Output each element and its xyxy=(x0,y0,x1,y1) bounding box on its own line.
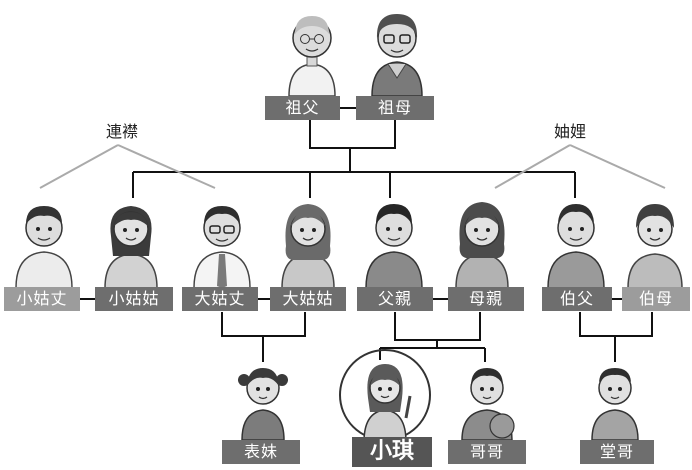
younger-aunt-figure-icon xyxy=(104,206,158,288)
grandfather-figure-icon xyxy=(288,16,336,96)
younger-aunt-husband-label: 小姑丈 xyxy=(4,287,80,311)
self-label: 小琪 xyxy=(352,437,432,467)
grandfather-label: 祖父 xyxy=(265,96,340,120)
uncle-label: 伯父 xyxy=(542,287,612,311)
mother-figure-icon xyxy=(455,202,509,288)
younger-aunt-husband-figure-icon xyxy=(15,206,73,288)
father-figure-icon xyxy=(365,204,423,288)
relation-note-right: 妯娌 xyxy=(553,122,586,141)
cousin-sister-label: 表妹 xyxy=(222,440,300,464)
cousin-sister-figure-icon xyxy=(238,368,288,440)
elder-aunt-figure-icon xyxy=(281,204,335,288)
younger-aunt-label: 小姑姑 xyxy=(95,287,173,311)
relation-note-left: 連襟 xyxy=(105,122,138,141)
brother-figure-icon xyxy=(461,368,515,440)
uncle-wife-figure-icon xyxy=(627,204,683,288)
elder-aunt-label: 大姑姑 xyxy=(270,287,346,311)
uncle-figure-icon xyxy=(547,204,605,288)
cousin-brother-label: 堂哥 xyxy=(580,440,654,464)
elder-aunt-husband-figure-icon xyxy=(193,206,251,288)
mother-label: 母親 xyxy=(448,287,524,311)
grandmother-label: 祖母 xyxy=(356,96,434,120)
grandmother-figure-icon xyxy=(371,14,423,96)
brother-label: 哥哥 xyxy=(448,440,526,464)
father-label: 父親 xyxy=(357,287,433,311)
self-figure-icon xyxy=(363,364,412,442)
elder-aunt-husband-label: 大姑丈 xyxy=(182,287,258,311)
uncle-wife-label: 伯母 xyxy=(622,287,690,311)
cousin-brother-figure-icon xyxy=(591,368,639,440)
